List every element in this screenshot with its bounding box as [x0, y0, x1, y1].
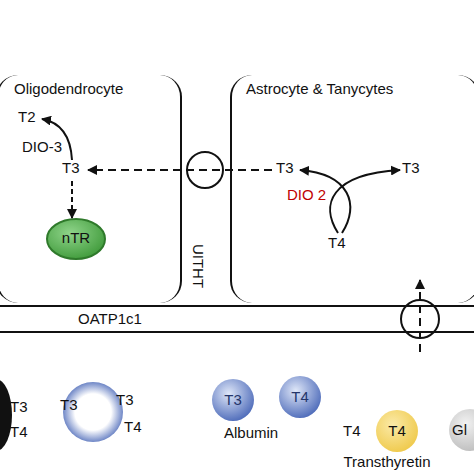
transporter-circle — [187, 152, 223, 188]
node-text: Transthyretin — [335, 453, 439, 471]
hormone-label: T4 — [124, 418, 142, 436]
node-text: Gl — [452, 421, 467, 439]
node-text: nTR — [46, 229, 106, 247]
membrane-band: OATP1c1 — [0, 305, 474, 333]
cell-box: OligodendrocyteT2DIO-3T3 nTR — [0, 75, 182, 303]
transport-arrow — [88, 169, 272, 171]
shape-outline — [186, 151, 224, 189]
protein-label: Albumin — [224, 424, 278, 442]
hormone-label: T4 — [343, 422, 361, 440]
hormone-label: T3 — [10, 398, 28, 416]
conversion-arrow — [42, 119, 72, 160]
protein-circle — [212, 379, 254, 421]
hormone-label: T3 — [60, 396, 78, 414]
node-text: T4 — [278, 388, 322, 406]
cell-box: Astrocyte & TanycytesT3DIO 2 T3T4 — [230, 75, 474, 303]
node-text: T3 — [402, 159, 420, 177]
node-text: UITHT — [189, 236, 207, 296]
cell-title: Astrocyte & Tanycytes — [246, 80, 393, 98]
node-text: DIO-3 — [22, 138, 62, 156]
transport-arrow — [419, 280, 421, 352]
receptor-ellipse: nTR — [46, 218, 106, 260]
protein-circle — [449, 409, 474, 451]
binding-arrow — [71, 181, 73, 218]
hormone-label: T3 — [116, 391, 134, 409]
conversion-arrow — [300, 170, 350, 233]
conversion-arrow — [330, 170, 400, 233]
hormone-label: T4 — [10, 423, 28, 441]
cell-title: Oligodendrocyte — [14, 80, 123, 98]
node-text: DIO 2 — [287, 186, 326, 204]
protein-circle: T4 — [278, 375, 322, 419]
node-text: OATP1c1 — [78, 310, 142, 328]
node-text: T4 — [328, 234, 346, 252]
protein-circle: Gl — [448, 408, 474, 452]
node-text: T2 — [18, 108, 36, 126]
node-text: T3 — [62, 159, 80, 177]
protein-circle: T4Transthyretin — [375, 409, 419, 453]
protein-circle — [279, 376, 321, 418]
node-text: T3 — [276, 159, 294, 177]
protein-circle — [376, 410, 418, 452]
node-text: T3 — [211, 391, 255, 409]
transporter-circle: UITHT — [186, 151, 224, 189]
node-text: T4 — [375, 422, 419, 440]
protein-circle: T3 — [211, 378, 255, 422]
receptor-ellipse — [47, 219, 105, 259]
